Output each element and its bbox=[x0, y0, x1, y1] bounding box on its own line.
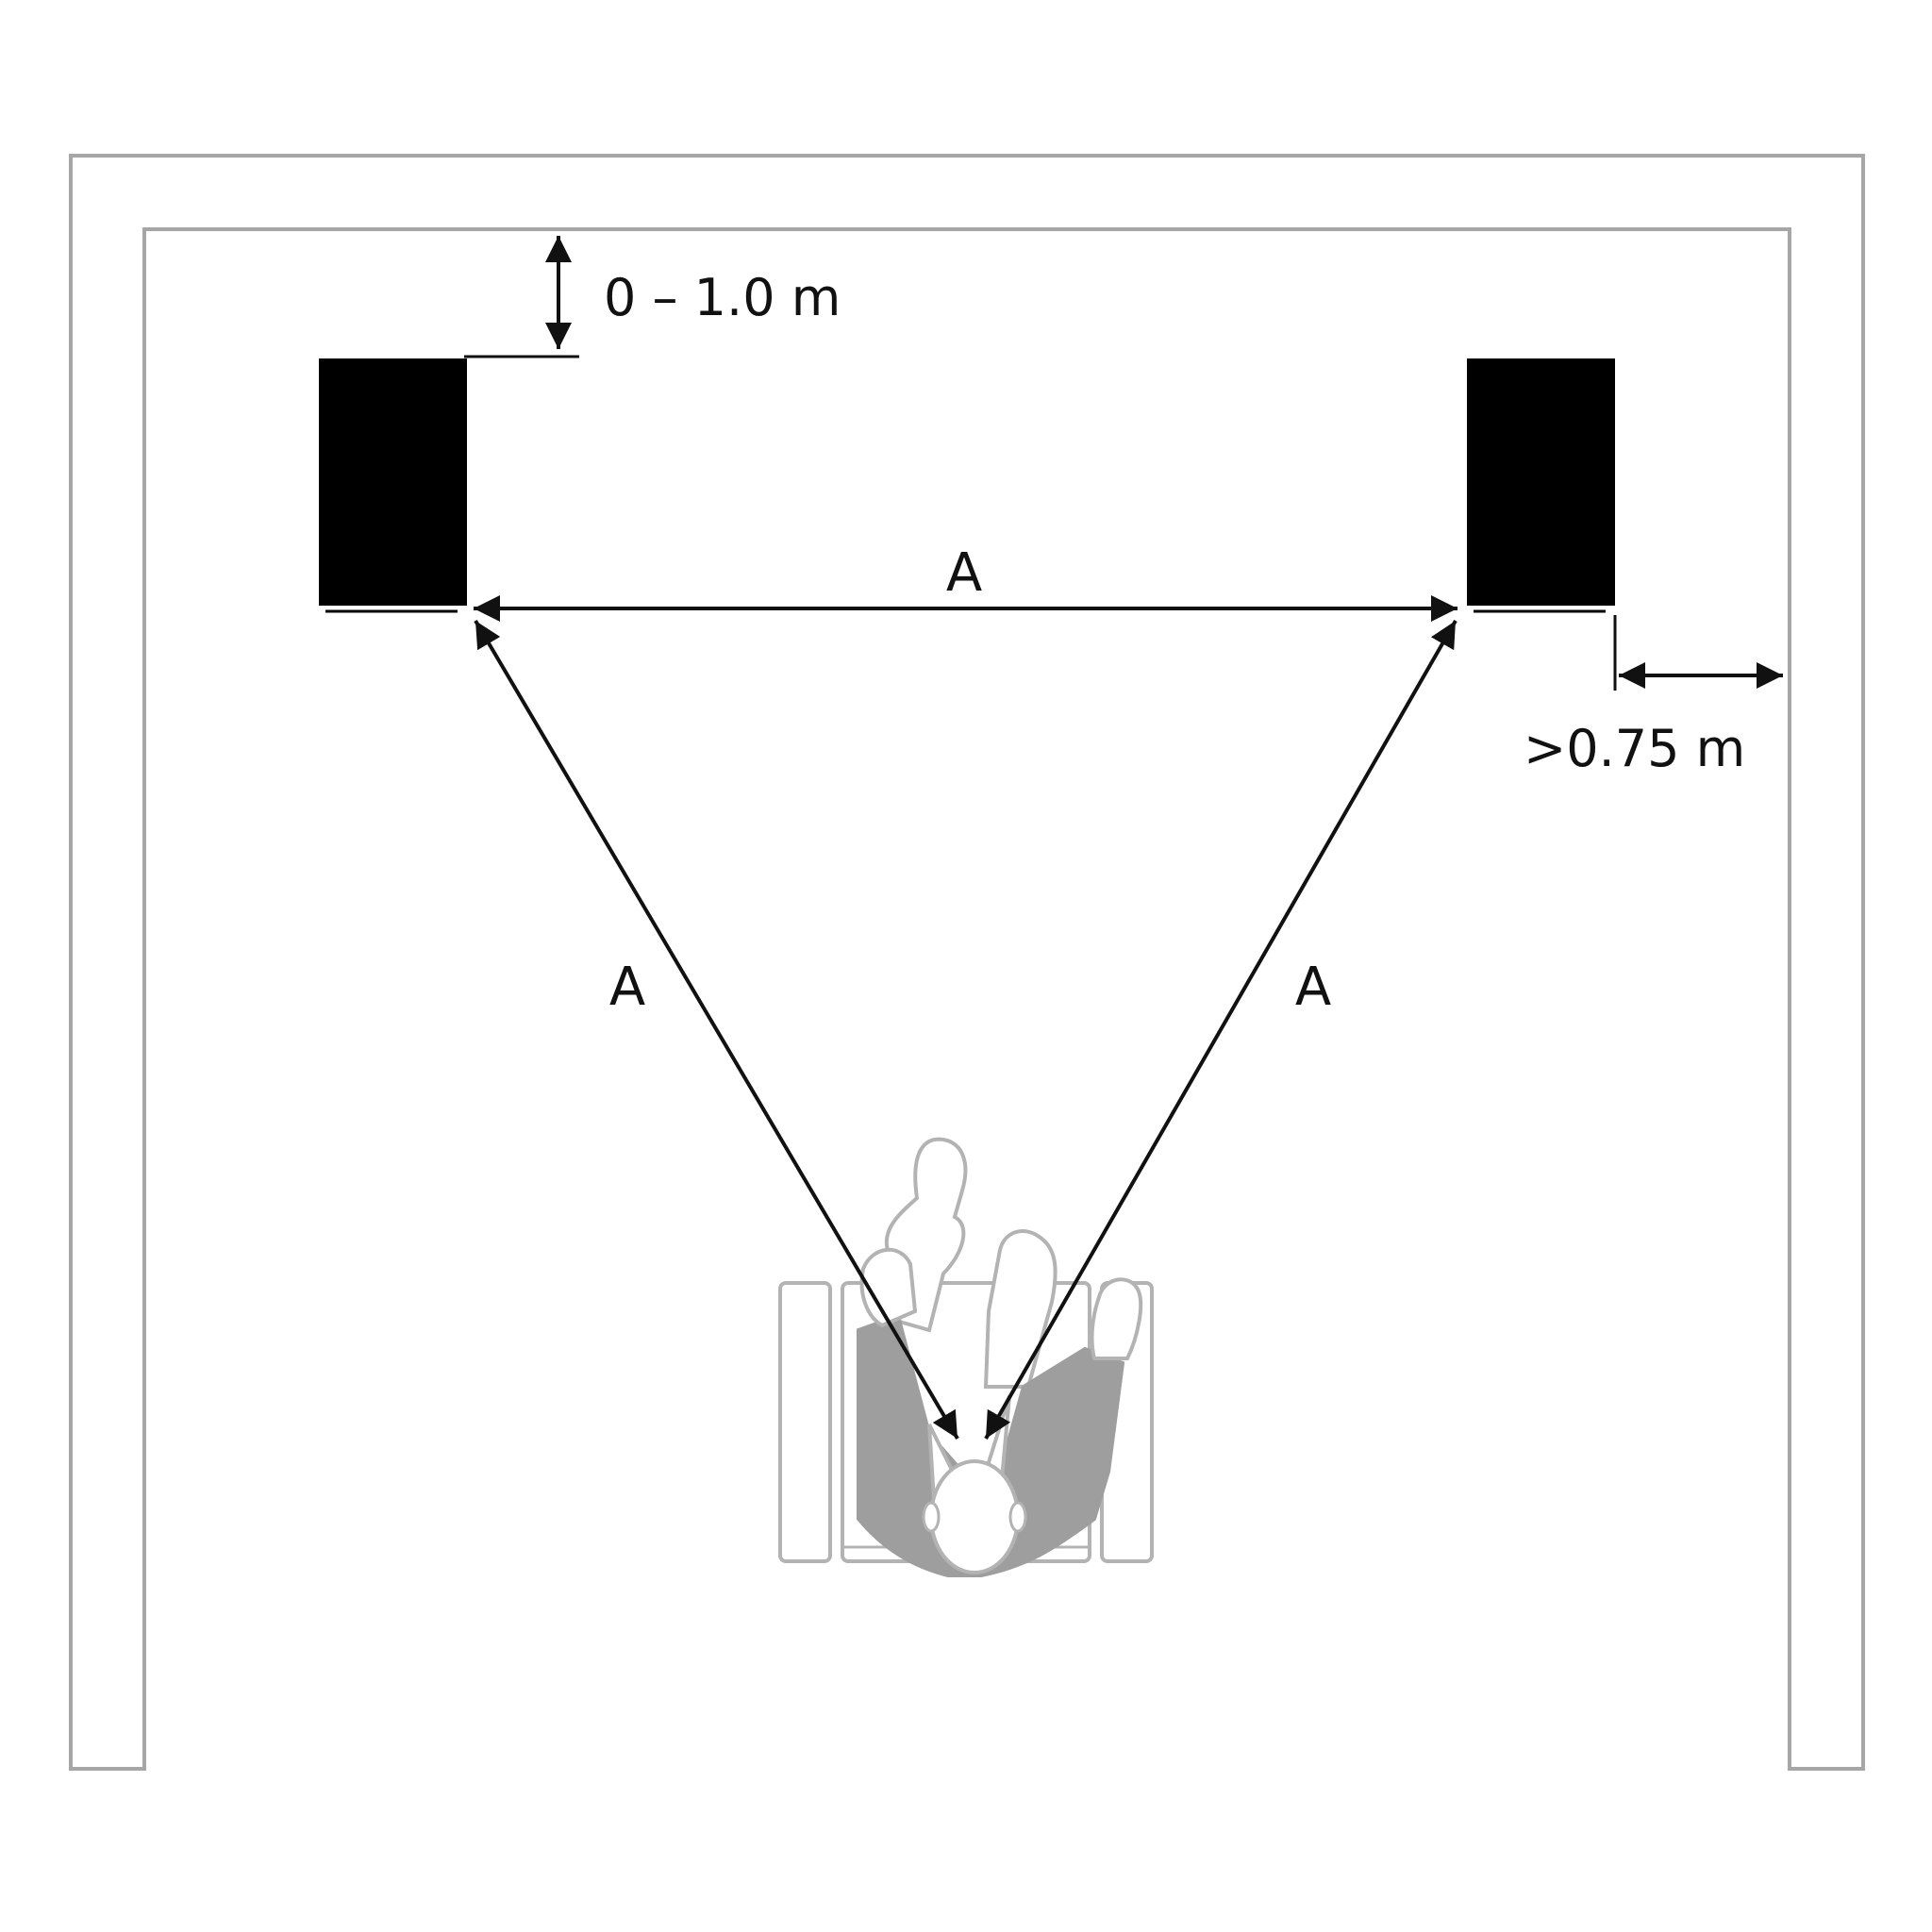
side-distance-label: >0.75 m bbox=[1524, 719, 1745, 778]
front-distance-label: 0 – 1.0 m bbox=[604, 268, 841, 327]
room-wall bbox=[69, 154, 1865, 1771]
right-hand bbox=[1090, 1277, 1143, 1360]
right-listening-arrow bbox=[984, 620, 1457, 1440]
left-listening-label: A bbox=[609, 957, 645, 1018]
speaker-spacing-label: A bbox=[946, 542, 982, 604]
right-speaker bbox=[1467, 358, 1615, 606]
left-wheel bbox=[778, 1281, 832, 1563]
listener-wheelchair-user bbox=[778, 1137, 1154, 1577]
listener-head bbox=[929, 1459, 1020, 1574]
right-listening-label: A bbox=[1295, 957, 1331, 1018]
left-speaker bbox=[319, 358, 467, 606]
left-listening-arrow bbox=[474, 619, 959, 1441]
